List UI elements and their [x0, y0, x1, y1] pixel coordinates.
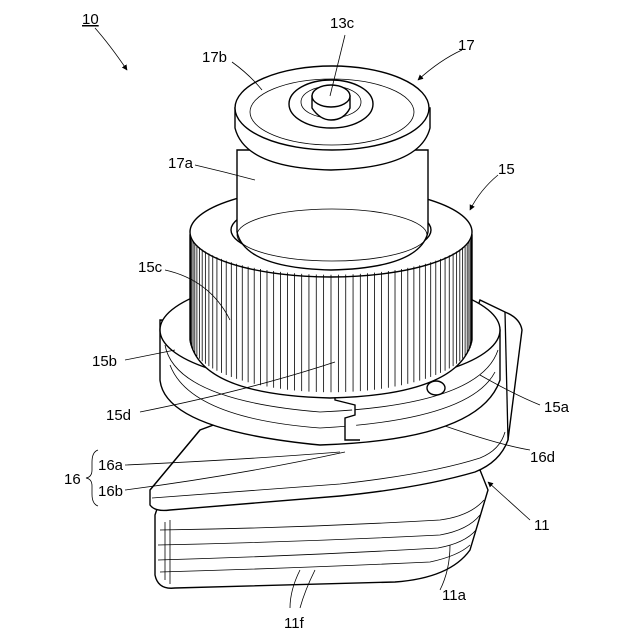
- label-11: 11: [534, 517, 550, 534]
- label-15: 15: [498, 161, 515, 178]
- label-17b: 17b: [202, 49, 227, 66]
- label-15c: 15c: [138, 259, 163, 276]
- label-16b: 16b: [98, 483, 123, 500]
- label-16: 16: [64, 471, 81, 488]
- label-16a: 16a: [98, 457, 124, 474]
- label-17a: 17a: [168, 155, 194, 172]
- label-11f: 11f: [284, 615, 305, 632]
- label-15b: 15b: [92, 353, 117, 370]
- label-16d: 16d: [530, 449, 555, 466]
- label-17: 17: [458, 37, 475, 54]
- label-15a: 15a: [544, 399, 570, 416]
- label-15d: 15d: [106, 407, 131, 424]
- label-10: 10: [82, 11, 99, 28]
- label-11a: 11a: [442, 587, 467, 604]
- label-13c: 13c: [330, 15, 355, 32]
- pulley: [231, 66, 431, 270]
